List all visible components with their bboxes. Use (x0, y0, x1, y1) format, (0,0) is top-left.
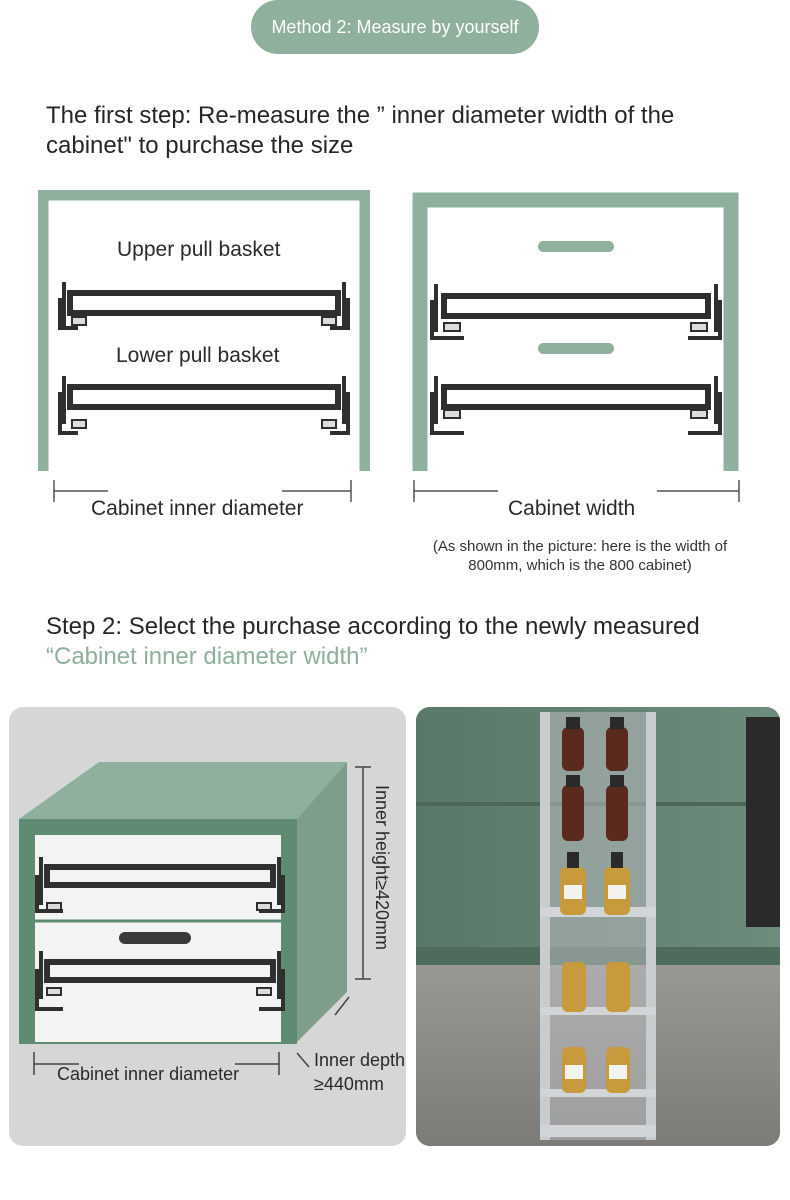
upper-basket-label: Upper pull basket (117, 238, 281, 261)
method-label: Method 2: Measure by yourself (271, 16, 519, 37)
cabinet-inner-diameter-label: Cabinet inner diameter (91, 497, 304, 520)
inner-depth-value: ≥440mm (314, 1074, 384, 1094)
inner-height-label: Inner height≥420mm (372, 785, 392, 950)
left-cabinet-diagram (38, 190, 370, 502)
method-pill: Method 2: Measure by yourself (251, 0, 539, 54)
cabinet-inner-diameter-3d-label: Cabinet inner diameter (57, 1064, 240, 1084)
lower-basket (58, 376, 350, 435)
upper-basket (35, 857, 285, 913)
cabinet-width-note: (As shown in the picture: here is the wi… (432, 538, 728, 574)
product-photo (416, 707, 780, 1146)
right-cabinet-diagram (412, 192, 740, 502)
step2-title: Step 2: Select the purchase according to… (46, 612, 746, 672)
lower-basket (35, 951, 285, 1011)
lower-basket (430, 376, 722, 435)
upper-basket (58, 282, 350, 330)
cabinet-3d-panel: Inner height≥420mm Inner depth ≥440mm Ca… (9, 707, 406, 1146)
step1-title: The first step: Re-measure the ” inner d… (46, 102, 675, 159)
step2-title-prefix: Step 2: Select the purchase according to… (46, 613, 700, 640)
cabinet-3d-drawing (19, 762, 371, 1075)
pull-basket-photo-illustration (416, 707, 780, 1146)
upper-basket (430, 284, 722, 340)
step2-title-highlight: “Cabinet inner diameter width” (46, 643, 368, 670)
inner-depth-label: Inner depth (314, 1050, 406, 1070)
cabinet-width-label: Cabinet width (508, 497, 636, 520)
lower-basket-label: Lower pull basket (116, 344, 280, 367)
